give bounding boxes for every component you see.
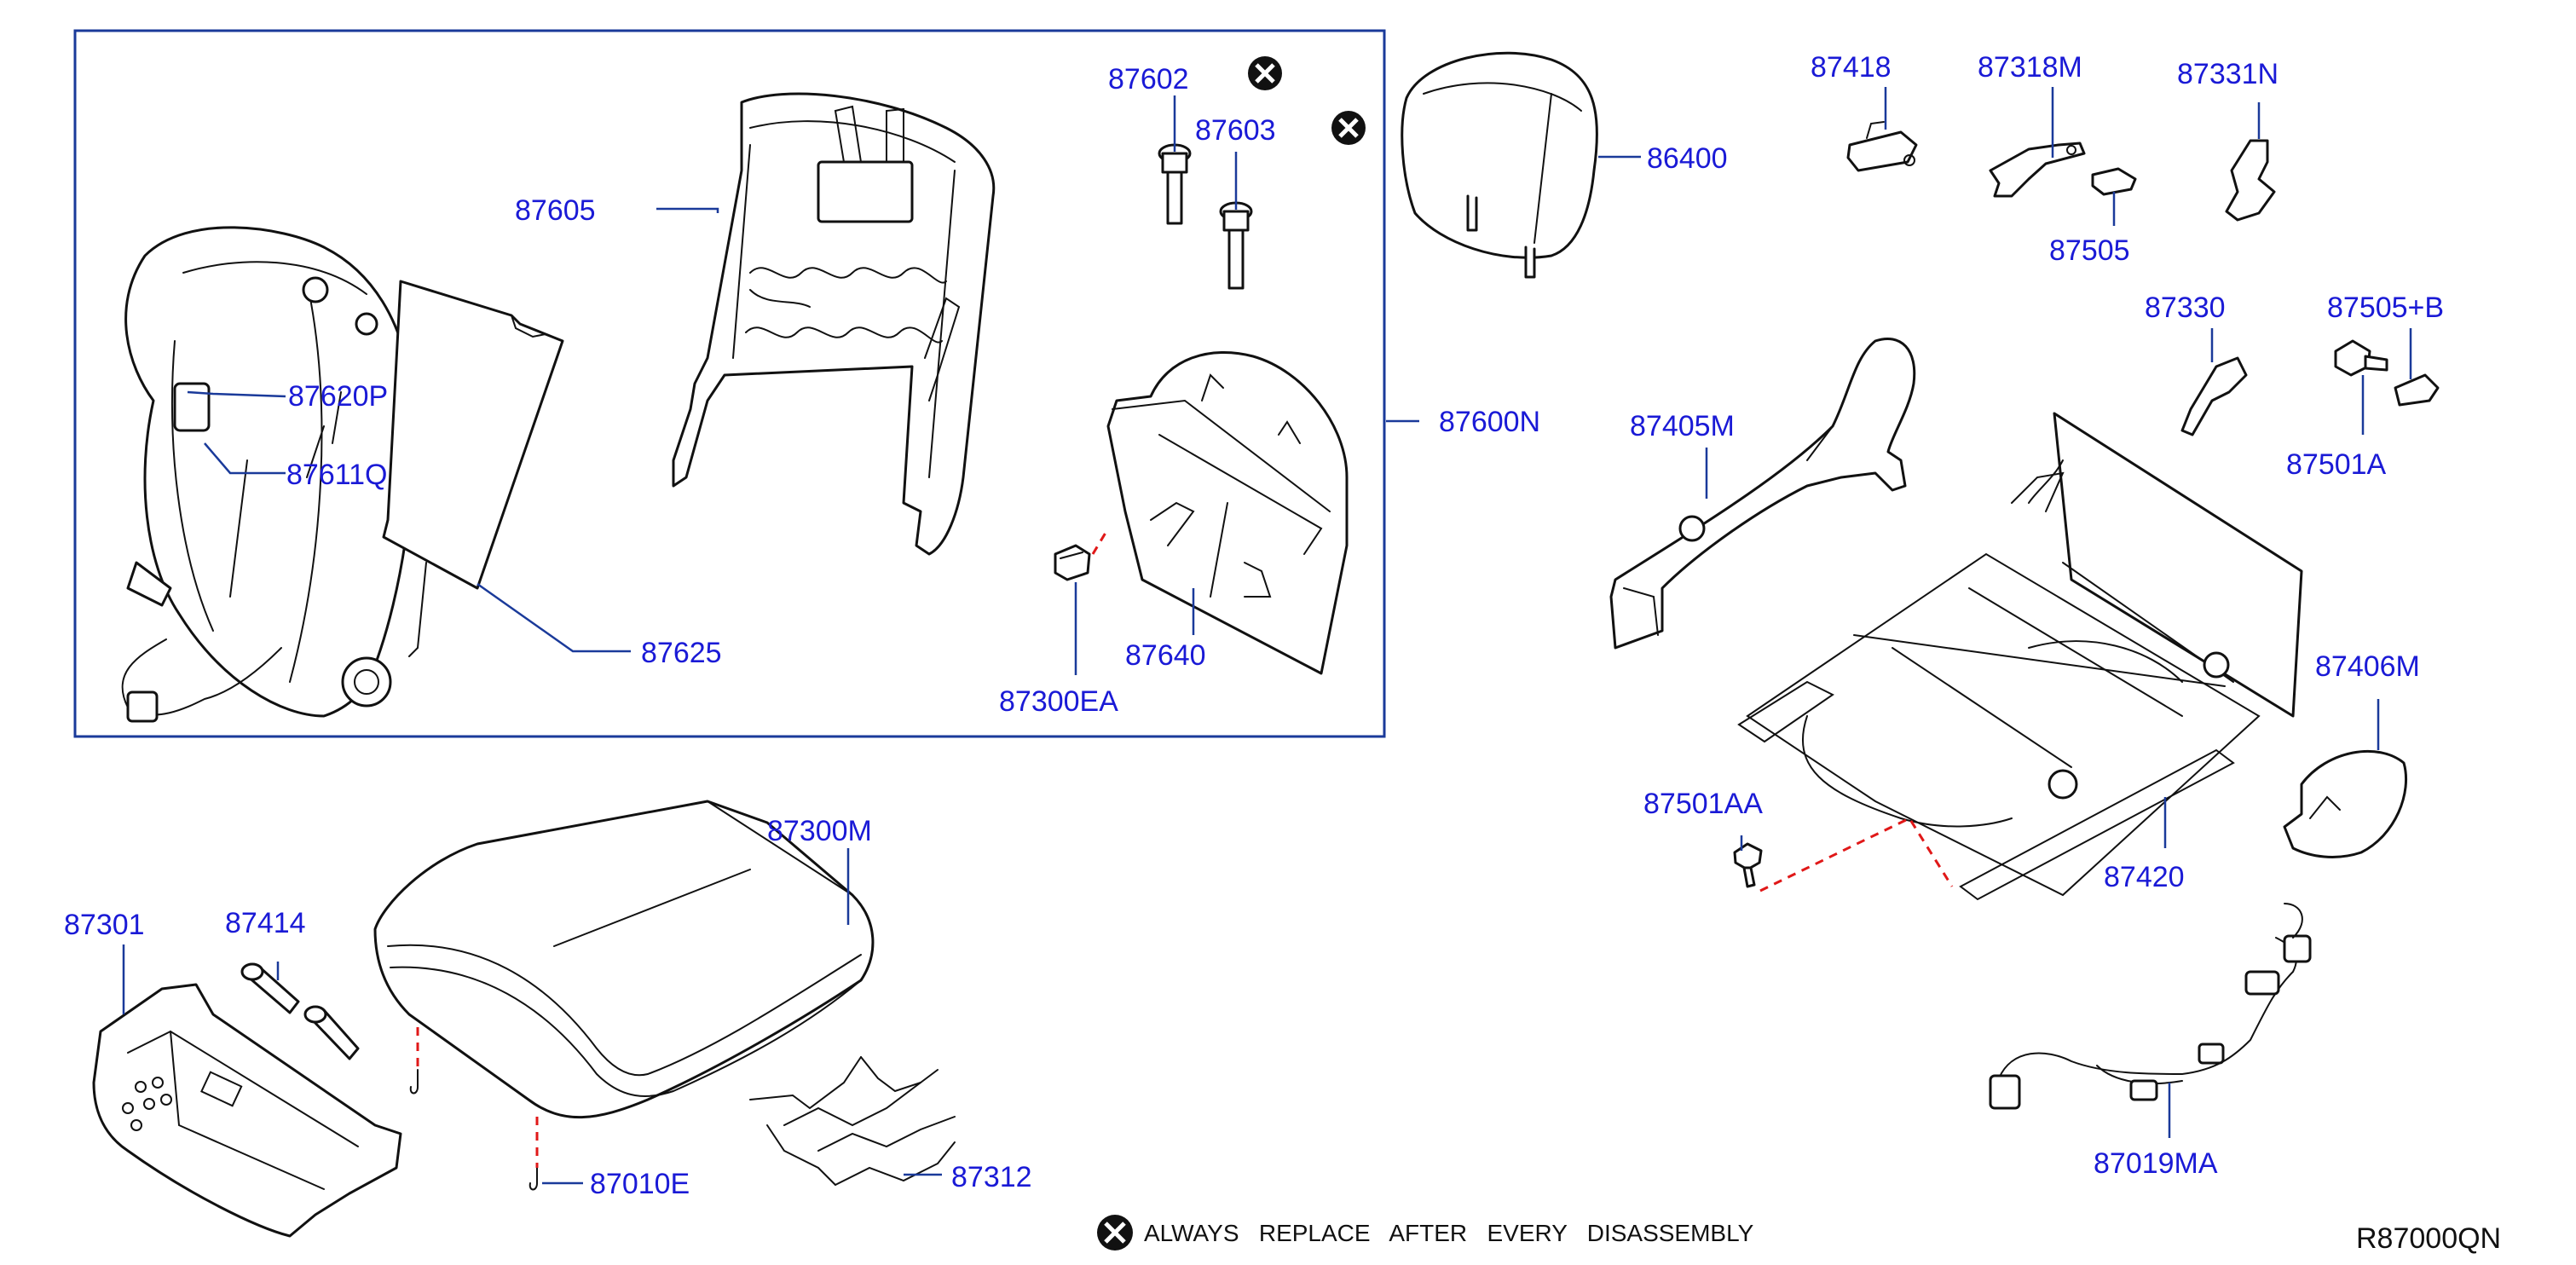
side-cover-87405M bbox=[1609, 337, 1916, 650]
seat-cushion-87300M bbox=[373, 800, 875, 1119]
label-87330: 87330 bbox=[2145, 292, 2226, 324]
label-86400: 86400 bbox=[1647, 142, 1728, 175]
spring-mat-87312 bbox=[749, 1056, 956, 1186]
label-87605: 87605 bbox=[515, 194, 596, 227]
cover-87406M bbox=[2283, 749, 2408, 858]
bolt-87501AA bbox=[1733, 842, 1763, 888]
seat-back-trim bbox=[121, 226, 414, 723]
wire-harness-87019MA bbox=[1989, 903, 2312, 1110]
bracket-87318M bbox=[1989, 142, 2086, 198]
label-87611Q: 87611Q bbox=[286, 459, 387, 491]
label-87505B: 87505+B bbox=[2327, 292, 2444, 324]
label-87501A: 87501A bbox=[2286, 448, 2387, 481]
seat-back-board bbox=[382, 280, 564, 657]
seat-frame-87420 bbox=[1737, 412, 2303, 901]
label-87501AA: 87501AA bbox=[1643, 788, 1763, 820]
label-87505: 87505 bbox=[2049, 234, 2130, 267]
label-87420: 87420 bbox=[2104, 861, 2185, 893]
seat-back-assembly-box bbox=[73, 29, 1386, 738]
guide-87414-b bbox=[303, 1005, 360, 1060]
legend: ALWAYS REPLACE AFTER EVERY DISASSEMBLY bbox=[1097, 1215, 1754, 1251]
label-87602: 87602 bbox=[1108, 63, 1189, 95]
label-87301: 87301 bbox=[64, 909, 145, 941]
label-87019MA: 87019MA bbox=[2094, 1147, 2218, 1180]
seat-back-frame bbox=[672, 92, 996, 556]
label-87418: 87418 bbox=[1811, 51, 1892, 84]
clip-87505B bbox=[2394, 373, 2440, 407]
x-circle-icon bbox=[1097, 1215, 1133, 1251]
legend-text: ALWAYS REPLACE AFTER EVERY DISASSEMBLY bbox=[1144, 1220, 1754, 1246]
label-87603: 87603 bbox=[1195, 114, 1276, 147]
headrest bbox=[1401, 51, 1598, 279]
label-87318M: 87318M bbox=[1978, 51, 2082, 84]
label-87010E: 87010E bbox=[590, 1168, 690, 1200]
replace-mark-87602 bbox=[1248, 56, 1282, 90]
hog-ring-upper bbox=[409, 1069, 419, 1095]
diagram-code: R87000QN bbox=[2356, 1222, 2501, 1255]
bolt-87501A bbox=[2334, 339, 2388, 377]
bracket-87418 bbox=[1846, 121, 1918, 172]
label-87312: 87312 bbox=[951, 1161, 1032, 1193]
headrest-guide-87602 bbox=[1158, 143, 1192, 225]
clip-87300EA bbox=[1054, 544, 1091, 581]
guide-87414-a bbox=[240, 962, 300, 1014]
label-87414: 87414 bbox=[225, 907, 306, 939]
front-cover-87301 bbox=[92, 983, 402, 1238]
bracket-87331N bbox=[2225, 139, 2276, 222]
headrest-guide-87603 bbox=[1219, 201, 1253, 290]
label-87640: 87640 bbox=[1125, 639, 1206, 672]
leader-lines bbox=[122, 87, 2412, 1185]
label-87300EA: 87300EA bbox=[999, 685, 1118, 718]
label-87300M: 87300M bbox=[767, 815, 872, 847]
clip-87505 bbox=[2091, 167, 2137, 196]
bracket-87330 bbox=[2180, 356, 2248, 436]
label-87406M: 87406M bbox=[2315, 650, 2420, 683]
label-87600N: 87600N bbox=[1439, 406, 1540, 438]
label-87625: 87625 bbox=[641, 637, 722, 669]
label-87405M: 87405M bbox=[1630, 410, 1735, 442]
dashed-guide-bolt bbox=[1759, 817, 1954, 892]
label-87620P: 87620P bbox=[288, 380, 388, 413]
label-87331N: 87331N bbox=[2177, 58, 2279, 90]
seat-back-cover bbox=[1106, 350, 1349, 675]
dashed-guide-clip bbox=[1091, 528, 1110, 555]
replace-mark-87603 bbox=[1331, 111, 1366, 145]
hog-ring-lower bbox=[528, 1167, 538, 1191]
